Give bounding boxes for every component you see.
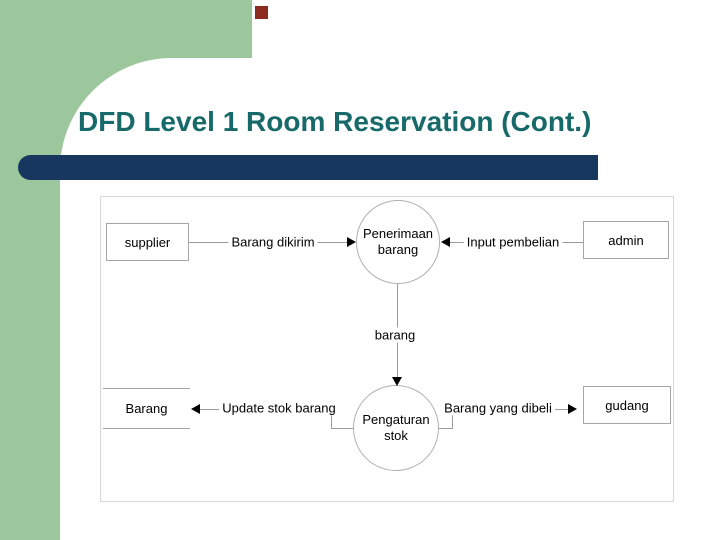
datastore-barang: Barang <box>103 388 190 429</box>
datastore-barang-label: Barang <box>125 401 168 416</box>
arrowhead-right-icon <box>347 237 356 247</box>
flow-barang-dikirim-label: Barang dikirim <box>228 234 318 250</box>
arrowhead-right-icon <box>568 404 577 414</box>
flow-update-stok-line-seg1 <box>331 428 353 429</box>
flow-barang-dibeli-label: Barang yang dibeli <box>441 400 555 416</box>
entity-admin: admin <box>583 221 669 259</box>
entity-supplier-label: supplier <box>124 234 171 250</box>
entity-supplier: supplier <box>106 223 189 261</box>
flow-barang-dibeli-line-seg1 <box>439 428 453 429</box>
flow-input-pembelian-label: Input pembelian <box>463 234 563 250</box>
dfd-diagram: supplier admin gudang Barang Penerimaan … <box>100 196 674 502</box>
flow-update-stok-label: Update stok barang <box>219 400 339 416</box>
arrowhead-left-icon <box>441 237 450 247</box>
slide-title: DFD Level 1 Room Reservation (Cont.) <box>78 106 592 137</box>
arrowhead-left-icon <box>191 404 200 414</box>
entity-gudang: gudang <box>583 386 671 424</box>
maroon-accent-square <box>255 6 268 19</box>
flow-barang-label: barang <box>371 327 419 343</box>
entity-admin-label: admin <box>608 232 644 248</box>
flow-update-stok-line-seg2 <box>331 409 332 429</box>
process-penerimaan-barang: Penerimaan barang <box>356 200 440 284</box>
entity-gudang-label: gudang <box>605 397 649 413</box>
process-pengaturan-stok: Pengaturan stok <box>353 385 439 471</box>
title-underline-bar <box>18 155 598 180</box>
flow-barang-dibeli-line-seg2 <box>452 409 453 429</box>
arrowhead-down-icon <box>392 377 402 386</box>
